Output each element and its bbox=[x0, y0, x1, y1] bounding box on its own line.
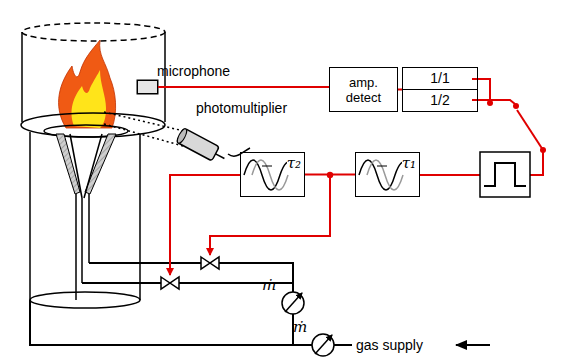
box-label: microphone bbox=[157, 63, 230, 79]
mass-flow-symbol: ṁ bbox=[293, 318, 307, 336]
gas-supply-arrow bbox=[456, 344, 490, 346]
photomultiplier-label: photomultiplier bbox=[196, 100, 287, 116]
gas-supply-label: gas supply bbox=[356, 337, 423, 353]
frequency-divider: 1/11/2 bbox=[402, 67, 478, 112]
burner-wall bbox=[85, 134, 116, 194]
phase-shifter: τ₁ bbox=[355, 152, 420, 197]
control-wire bbox=[170, 79, 543, 275]
pulse-icon bbox=[484, 163, 526, 186]
gas-pipe bbox=[30, 263, 352, 345]
burner-housing bbox=[21, 113, 165, 308]
signal-wire bbox=[158, 87, 329, 88]
amplitude-detector: amp. detect bbox=[329, 67, 398, 112]
burner-wall bbox=[56, 134, 80, 194]
microphone: microphone bbox=[137, 80, 158, 94]
delay-symbol: τ₂ bbox=[287, 154, 301, 172]
box-label: 1/2 bbox=[403, 90, 477, 112]
pulse-generator bbox=[480, 152, 530, 197]
box-label: 1/1 bbox=[403, 68, 477, 90]
flow-meter bbox=[282, 292, 334, 356]
microphone-body bbox=[137, 80, 158, 94]
box-label: amp. detect bbox=[330, 75, 397, 105]
photomultiplier-tube bbox=[104, 112, 250, 166]
delay-symbol: τ₁ bbox=[402, 154, 416, 172]
phase-shifter: τ₂ bbox=[240, 152, 305, 197]
signal-wire bbox=[305, 174, 355, 175]
fuel-tube bbox=[70, 134, 102, 300]
mass-flow-symbol: ṁ bbox=[262, 276, 276, 294]
sine-icon bbox=[244, 160, 407, 190]
